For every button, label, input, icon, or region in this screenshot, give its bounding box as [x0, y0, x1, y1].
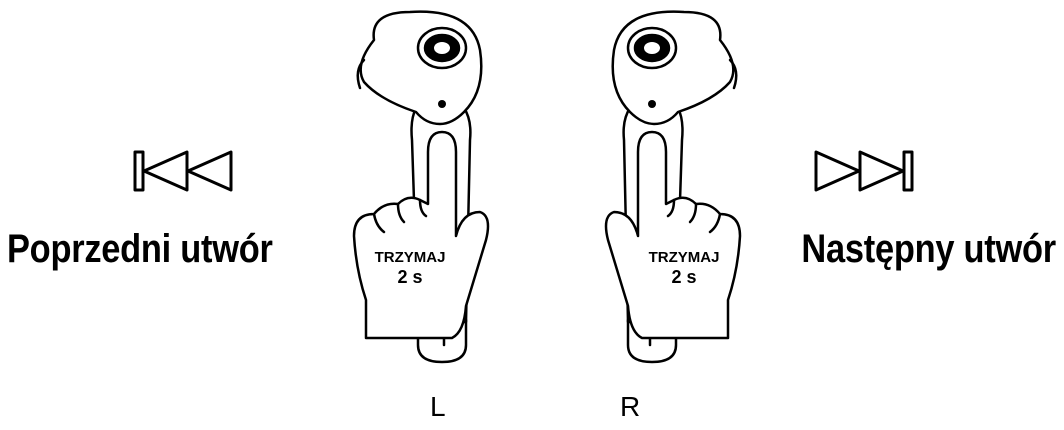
right-side-letter: R: [620, 393, 640, 421]
skip-forward-icon: [814, 148, 914, 194]
previous-track-label: Poprzedni utwór: [7, 229, 273, 269]
right-earbud-illustration: TRZYMAJ 2 s: [574, 0, 754, 380]
next-track-label: Następny utwór: [802, 229, 1056, 269]
left-hold-line2: 2 s: [397, 267, 422, 287]
left-earbud-illustration: TRZYMAJ 2 s: [340, 0, 520, 380]
skip-back-icon: [133, 148, 233, 194]
right-hold-line2: 2 s: [671, 267, 696, 287]
earbud-head: [361, 12, 482, 124]
left-hold-line1: TRZYMAJ: [375, 249, 446, 266]
right-hold-line1: TRZYMAJ: [649, 249, 720, 266]
left-side-letter: L: [430, 393, 446, 421]
